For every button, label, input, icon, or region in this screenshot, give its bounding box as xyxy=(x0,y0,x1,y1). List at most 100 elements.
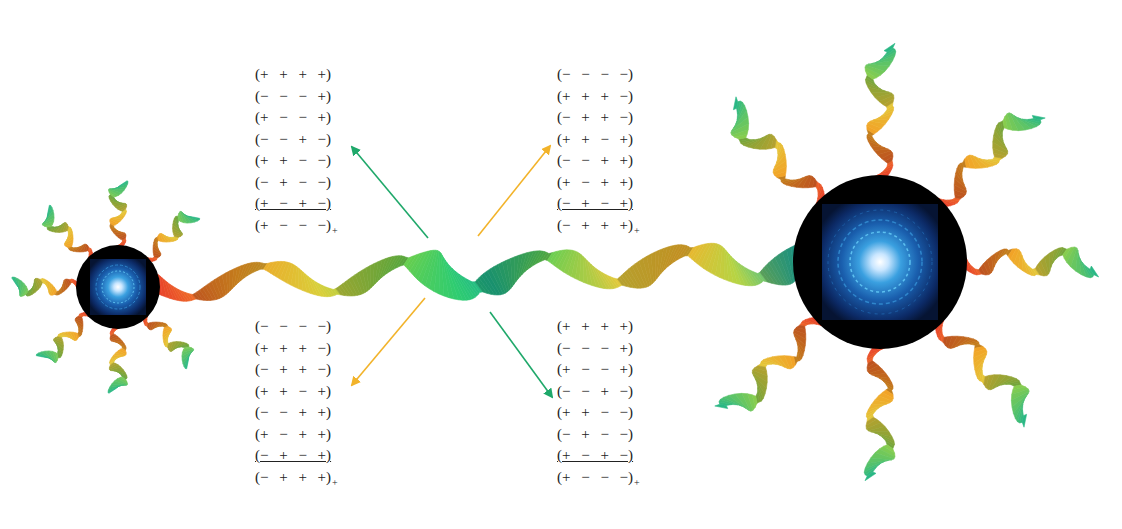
matrix-row: (+ + − −) xyxy=(557,404,633,420)
sign-matrix: (+ + + +) (− − − +) (+ − − +) (− − + −) (+ +… xyxy=(557,316,640,488)
matrix-row-line: (− − + −) xyxy=(255,129,338,151)
matrix-row: (− − − +) xyxy=(557,340,633,356)
ribbon-segment xyxy=(47,205,50,217)
ribbon-segment xyxy=(118,181,128,188)
ribbon-segment xyxy=(983,160,999,165)
ribbon-segment xyxy=(185,215,199,221)
matrix-row: (+ − + −) xyxy=(255,195,331,211)
ribbon-segment xyxy=(715,404,728,408)
matrix-row: (+ − − −) xyxy=(255,217,331,233)
ribbon-segment xyxy=(108,387,118,394)
matrix-row-line: (+ − + +) xyxy=(557,172,640,194)
matrix-row-line: (− − − −) xyxy=(255,316,338,338)
ribbon-segment xyxy=(12,277,19,287)
matrix-row-line: (− + + +)+ xyxy=(255,467,338,489)
ribbon-segment xyxy=(1032,115,1045,119)
sign-matrix: (+ + + +) (− − − +) (+ − − +) (− − + −)(+ +… xyxy=(255,64,338,236)
ribbon-segment xyxy=(720,247,724,280)
matrix-row: (+ − − −) xyxy=(557,469,633,485)
right-cell xyxy=(793,175,967,349)
pointer-arrows xyxy=(352,146,552,397)
ribbon-segment xyxy=(68,227,70,235)
matrix-row: (− − − +) xyxy=(255,88,331,104)
ribbon-segment xyxy=(160,324,167,326)
ribbon-segment xyxy=(58,348,61,358)
ribbon-segment xyxy=(778,143,783,159)
matrix-row-line: (− + + −) xyxy=(255,359,338,381)
matrix-row-line: (− − + −) xyxy=(557,381,640,403)
ribbon-segment xyxy=(868,427,889,432)
ribbon-segment xyxy=(79,329,81,336)
ribbon-segment xyxy=(36,353,50,359)
matrix-row: (+ − − +) xyxy=(557,361,633,377)
ribbon-segment xyxy=(165,339,167,347)
ribbon-segment xyxy=(761,360,777,365)
helix-ribbons xyxy=(12,43,1099,480)
ribbon-segment xyxy=(295,267,299,289)
matrix-row: (+ − + +) xyxy=(255,426,331,442)
matrix-row: (− + + +) xyxy=(255,469,331,485)
ribbon-segment xyxy=(1090,266,1099,277)
matrix-row: (+ + − −) xyxy=(255,152,331,168)
matrix-row: (− + − +) xyxy=(557,195,633,211)
ribbon-segment xyxy=(1022,414,1026,427)
ribbon-segment xyxy=(36,354,48,357)
matrix-row: (+ + + −) xyxy=(557,88,633,104)
ribbon-segment xyxy=(185,357,188,369)
matrix-row: (− − − −) xyxy=(255,318,331,334)
matrix-row: (+ − + +) xyxy=(557,174,633,190)
matrix-row-line: (− − + +) xyxy=(255,402,338,424)
ribbon-segment xyxy=(978,365,983,381)
ribbon-segment xyxy=(651,252,655,282)
ribbon-segment xyxy=(69,248,76,250)
ribbon-segment xyxy=(167,237,178,241)
matrix-row: (+ + + +) xyxy=(557,318,633,334)
left-cell xyxy=(76,245,160,329)
matrix-row: (− − + −) xyxy=(557,383,633,399)
ribbon-segment xyxy=(188,216,200,219)
matrix-row-line: (− + − +) xyxy=(255,445,338,467)
ribbon-segment xyxy=(865,472,876,481)
matrix-row: (− + + +) xyxy=(557,217,633,233)
subscript-sign: + xyxy=(332,225,338,236)
subscript-sign: + xyxy=(634,477,640,488)
matrix-row-line: (+ + + −) xyxy=(557,86,640,108)
matrix-row: (+ − − +) xyxy=(255,109,331,125)
ribbon-segment xyxy=(58,334,66,336)
matrix-row-line: (− − − +) xyxy=(255,86,338,108)
matrix-row: (− + − −) xyxy=(557,426,633,442)
matrix-row-line: (+ − − +) xyxy=(557,359,640,381)
matrix-row-line: (− − − −) xyxy=(557,64,640,86)
matrix-row-line: (− + − +) xyxy=(557,193,640,215)
matrix-row: (− − + +) xyxy=(557,152,633,168)
ribbon-segment xyxy=(871,92,892,97)
matrix-row-line: (+ + − +) xyxy=(557,129,640,151)
matrix-row-line: (+ − + +) xyxy=(255,424,338,446)
matrix-row: (− − + +) xyxy=(255,404,331,420)
ribbon-segment xyxy=(59,334,70,338)
matrix-row-line: (+ + + −) xyxy=(255,338,338,360)
matrix-row-line: (+ + + +) xyxy=(255,64,338,86)
matrix-row-line: (− + − −) xyxy=(557,424,640,446)
ribbon-segment xyxy=(170,237,178,239)
ribbon-segment xyxy=(68,228,72,239)
ribbon-segment xyxy=(719,400,738,405)
subscript-sign: + xyxy=(332,477,338,488)
matrix-row-line: (+ + − −) xyxy=(557,402,640,424)
ribbon-segment xyxy=(165,336,169,347)
matrix-row-line: (+ + − +) xyxy=(255,381,338,403)
matrix-row-line: (+ + + +) xyxy=(557,316,640,338)
matrix-row: (+ − + −) xyxy=(557,447,633,463)
ribbon-segment xyxy=(47,227,57,230)
matrix-row-line: (+ − + −) xyxy=(557,445,640,467)
ribbon-segment xyxy=(1022,119,1041,124)
ribbon-segment xyxy=(1045,253,1050,274)
matrix-row-line: (− + + −) xyxy=(557,107,640,129)
matrix-row: (− + + −) xyxy=(255,361,331,377)
matrix-row: (− + − +) xyxy=(255,447,331,463)
ribbon-segment xyxy=(733,97,737,110)
ribbon-segment xyxy=(155,238,157,245)
ribbon-segment xyxy=(884,43,895,52)
sign-matrix: (− − − −) (+ + + −) (− + + −)(+ + − +)(− −… xyxy=(557,64,640,236)
matrix-row-line: (+ − − +) xyxy=(255,107,338,129)
